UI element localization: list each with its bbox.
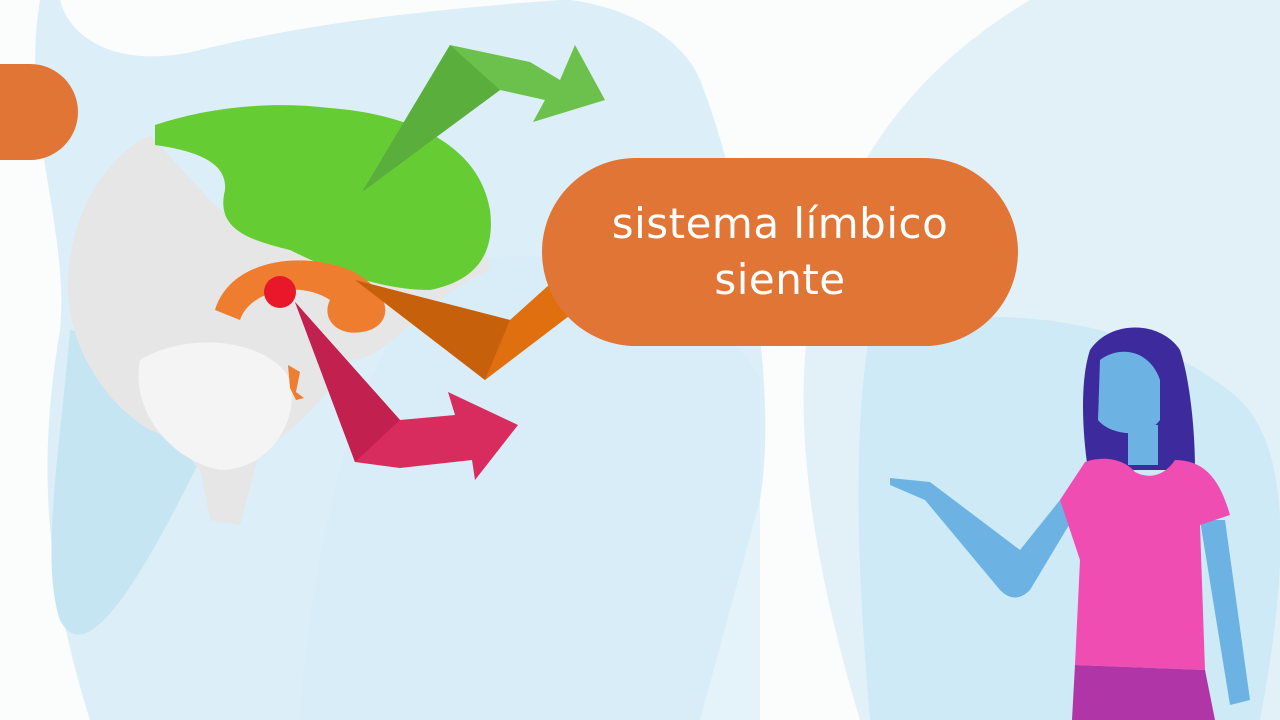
green-arrow-icon bbox=[362, 45, 605, 192]
raised-arm bbox=[890, 478, 1075, 598]
callout-pill: sistema límbico siente bbox=[542, 158, 1018, 346]
blob-center bbox=[300, 256, 760, 720]
pants bbox=[1072, 665, 1215, 720]
right-arm bbox=[1200, 520, 1250, 705]
shirt bbox=[1060, 458, 1230, 670]
brain-icon bbox=[67, 105, 491, 525]
pink-arrow-icon bbox=[295, 302, 518, 480]
callout-line-2: siente bbox=[714, 255, 846, 304]
brain-limbic-arc bbox=[215, 260, 386, 333]
orange-side-tab bbox=[0, 64, 78, 160]
neck bbox=[1128, 425, 1158, 465]
orange-arrow-icon bbox=[355, 272, 605, 380]
woman-icon bbox=[890, 327, 1250, 720]
brain-stem-orange bbox=[288, 365, 304, 400]
blob-top bbox=[60, 0, 560, 57]
face bbox=[1098, 351, 1160, 434]
callout-line-1: sistema límbico bbox=[611, 199, 949, 248]
brain-cerebellum bbox=[138, 342, 292, 470]
brain-reptilian-core bbox=[264, 276, 296, 308]
